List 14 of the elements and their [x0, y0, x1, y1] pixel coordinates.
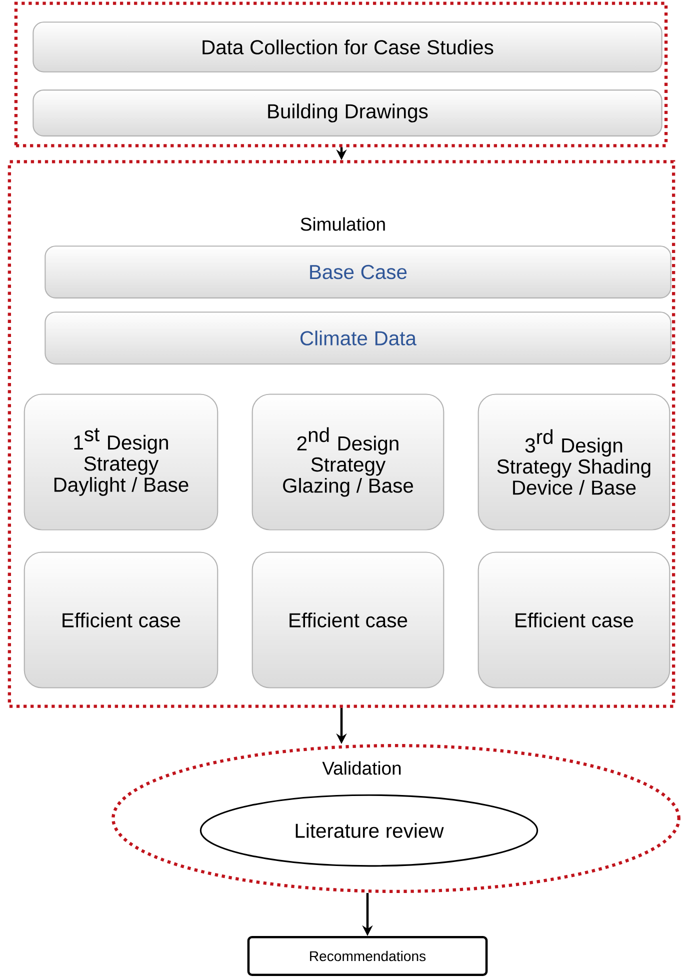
- strategy-tile: $\mbox{1}^{\mbox{st}}\ \mbox{Design}\allowbreak\ \mbox{Strategy}\allowbreak\ \mbox{Daylight}\allowbreak\ \mbox{/}\ \mbox{Base}$: [24, 394, 218, 530]
- strategy-tile: Efficient case: [478, 552, 670, 688]
- group-heading: Simulation: [300, 217, 385, 231]
- strategy-tile: $\mbox{2}^{\mbox{nd}}\ \mbox{Design}\allowbreak\ \mbox{Strategy}\allowbreak\ \mbox{Glazing}\allowbreak\ \mbox{/}\ \mbox{Base}$: [252, 394, 444, 530]
- strategy-tile: $\mbox{3}^{\mbox{rd}}\ \mbox{Design}\allowbreak\ \mbox{Strategy}\allowbreak\ \mbox{Shading}\allowbreak\ \mbox{Device}\allowbreak\ \mbox{/}\ \mbox{Base}$: [478, 394, 670, 530]
- strategy-tile: Efficient case: [252, 552, 444, 688]
- dotted-group-frame: [14, 2, 668, 148]
- group-heading: Validation: [322, 761, 401, 775]
- process-bar: Building Drawings: [32, 90, 662, 136]
- process-bar: Base Case: [44, 246, 672, 298]
- process-bar: Climate Data: [44, 312, 672, 364]
- strategy-tile: Efficient case: [24, 552, 218, 688]
- process-bar: Data Collection for Case Studies: [32, 22, 662, 72]
- process-box: Recommendations: [247, 936, 488, 976]
